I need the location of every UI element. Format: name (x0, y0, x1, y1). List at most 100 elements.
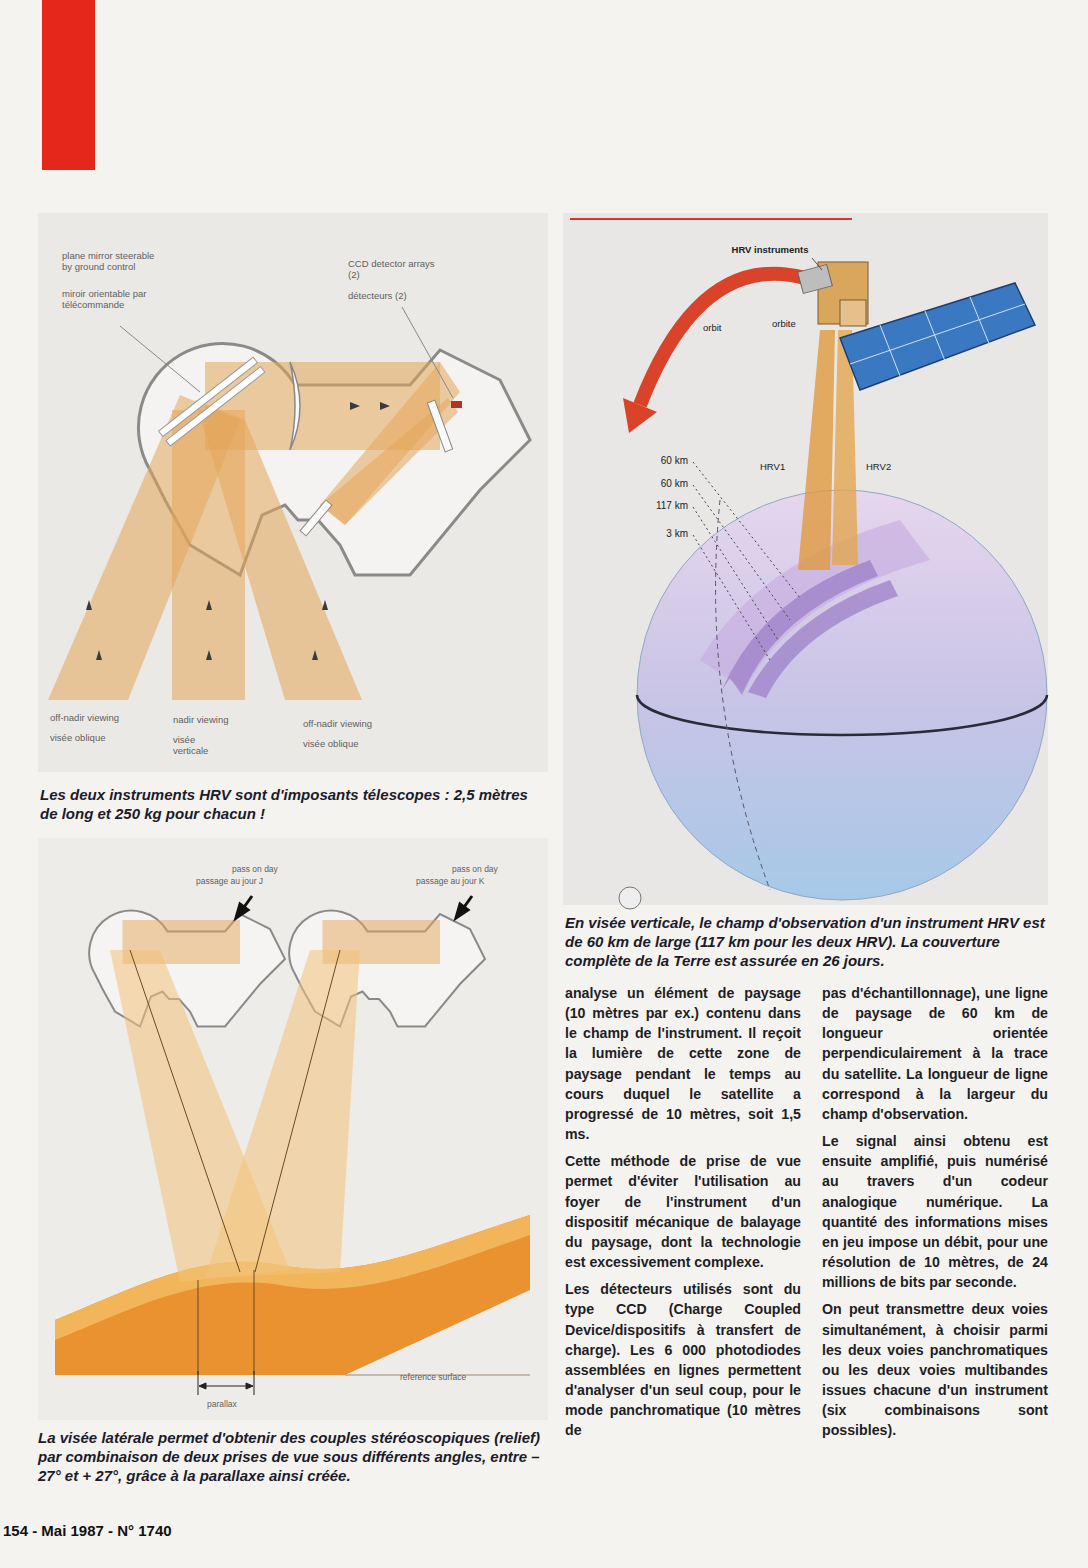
satellite-figure (840, 283, 1035, 390)
telescope-figure (427, 400, 452, 452)
satellite-figure (693, 462, 800, 598)
figure-caption: Les deux instruments HRV sont d'imposant… (40, 785, 548, 823)
page-footer: 154 - Mai 1987 - N° 1740 (3, 1522, 172, 1540)
telescope-figure (38, 213, 548, 772)
stereo-figure (236, 896, 472, 918)
telescope-figure (402, 307, 453, 398)
figure-caption: La visée latérale permet d'obtenir des c… (38, 1428, 550, 1486)
part-label: visée oblique (50, 732, 110, 743)
text-column: analyse un élément de paysage (10 mètres… (565, 983, 801, 1447)
stereo-figure (204, 1386, 248, 1387)
telescope-figure (38, 213, 548, 772)
telescope-figure (320, 398, 458, 525)
telescope-figure (300, 500, 332, 536)
article-paragraph: pas d'échantillonnage), une ligne de pay… (822, 983, 1048, 1124)
telescope-figure (451, 401, 462, 408)
part-label: pass on day (452, 864, 498, 874)
article-paragraph: analyse un élément de paysage (10 mètres… (565, 983, 801, 1144)
part-label: nadir viewing (173, 714, 228, 725)
part-label: parallax (207, 1399, 237, 1409)
satellite-figure (563, 213, 1048, 905)
telescope-figure (320, 362, 460, 525)
satellite-figure (623, 398, 657, 433)
figure-caption: En visée verticale, le champ d'observati… (565, 913, 1048, 971)
stereo-figure (198, 1371, 199, 1395)
telescope-figure (86, 600, 92, 610)
stereo-figure (236, 904, 248, 918)
satellite-figure (812, 258, 822, 270)
stereo-figure (199, 1383, 206, 1389)
stereo-figure (38, 838, 548, 1420)
telescope-figure (120, 326, 200, 392)
article-paragraph: Cette méthode de prise de vue permet d'é… (565, 1151, 801, 1272)
part-label: off-nadir viewing (303, 718, 372, 729)
part-label: visée oblique (303, 738, 363, 749)
telescope-figure (290, 362, 300, 450)
part-label: passage au jour K (416, 876, 485, 886)
dimension: 60 km (610, 478, 688, 490)
stereo-figure (38, 838, 548, 1420)
stereo-figure (205, 950, 360, 1278)
part-label: reference surface (400, 1372, 466, 1382)
stereo-figure (130, 950, 340, 1375)
satellite-figure (619, 887, 641, 909)
part-label: orbite (772, 318, 796, 329)
satellite-figure (640, 274, 805, 405)
stereo-figure (254, 1371, 255, 1395)
dimension: 60 km (610, 455, 688, 467)
telescope-figure (48, 362, 460, 700)
part-label: HRV1 (760, 461, 785, 472)
telescope-figure (380, 402, 390, 410)
article-paragraph: On peut transmettre deux voies simultané… (822, 1299, 1048, 1440)
telescope-figure (206, 650, 212, 660)
satellite-figure (693, 507, 778, 640)
telescope-figure (159, 357, 258, 436)
satellite-figure (798, 330, 835, 570)
part-label: orbit (703, 322, 721, 333)
satellite-figure (748, 580, 898, 698)
article-paragraph: Le signal ainsi obtenu est ensuite ampli… (822, 1131, 1048, 1292)
telescope-figure (96, 650, 102, 660)
stereo-figure (130, 950, 240, 1272)
dimension: 117 km (610, 500, 688, 512)
telescope-figure (86, 402, 390, 660)
satellite-figure (570, 218, 852, 220)
stereo-figure (198, 1371, 254, 1395)
satellite-figure (693, 485, 790, 620)
satellite-figure (840, 300, 866, 326)
satellite-figure (693, 462, 800, 660)
part-label: HRV instruments (725, 244, 815, 255)
satellite-figure (563, 213, 1048, 909)
stereo-figure (246, 1383, 253, 1389)
stereo-figure (255, 950, 340, 1272)
part-label: visée verticale (173, 734, 233, 757)
text-column: pas d'échantillonnage), une ligne de pay… (822, 983, 1048, 1447)
satellite-figure (722, 560, 878, 695)
telescope-figure (350, 402, 360, 410)
satellite-figure (925, 311, 945, 361)
part-label: pass on day (232, 864, 278, 874)
telescope-figure (206, 600, 212, 610)
satellite-figure (637, 695, 1047, 735)
stereo-figure (110, 950, 360, 1282)
telescope-figure (312, 650, 318, 660)
part-label: HRV2 (866, 461, 891, 472)
satellite-figure (850, 297, 1025, 376)
part-label: plane mirror steerable by ground control (62, 250, 157, 273)
red-tab (42, 0, 95, 170)
telescope-figure (166, 367, 265, 446)
part-label: CCD detector arrays (2) (348, 258, 448, 281)
stereo-figure (254, 1270, 255, 1375)
part-label: détecteurs (2) (348, 290, 448, 301)
part-label: miroir orientable par télécommande (62, 288, 157, 311)
satellite-figure (693, 535, 770, 660)
part-label: passage au jour J (196, 876, 263, 886)
stereo-figure (198, 1280, 199, 1375)
satellite-figure (798, 264, 833, 293)
dimension: 3 km (610, 528, 688, 540)
satellite-figure (716, 500, 770, 890)
satellite-figure (850, 304, 1025, 364)
red-tab (42, 0, 95, 170)
